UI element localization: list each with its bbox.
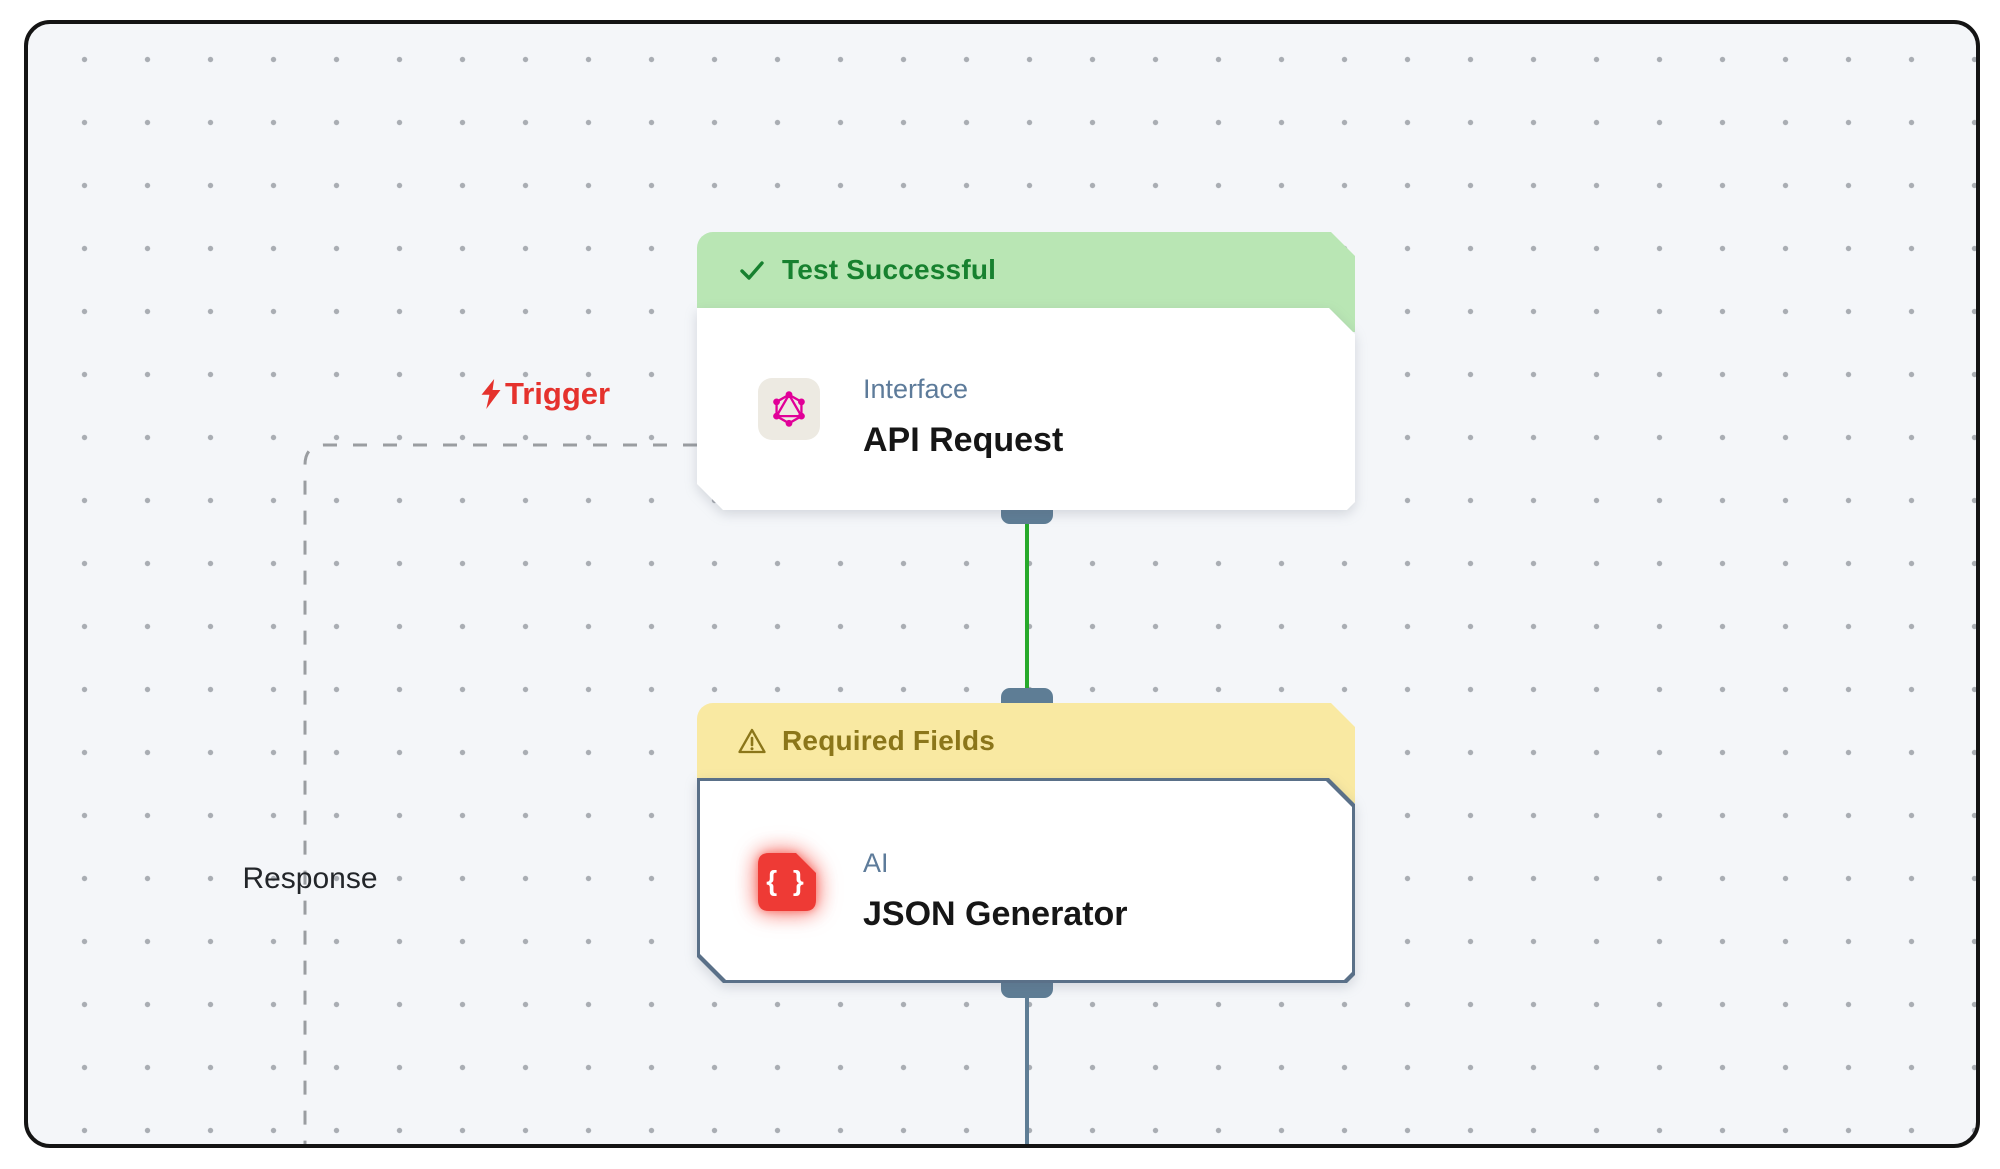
node-title: API Request (863, 421, 1064, 459)
api-request-node[interactable]: Interface API Request (697, 308, 1355, 510)
graphql-icon-tile (758, 378, 820, 440)
json-braces-icon: { } (755, 850, 819, 914)
status-banner-text: Test Successful (782, 254, 997, 285)
node-category-label: Interface (863, 374, 969, 404)
braces-glyph: { } (766, 865, 808, 896)
response-loop-edge[interactable] (303, 443, 697, 1144)
json-generator-input-handle[interactable] (1001, 688, 1053, 706)
workflow-canvas[interactable]: Test Successful (24, 20, 1980, 1148)
edges-layer (303, 443, 1029, 1144)
node-title: JSON Generator (863, 895, 1128, 933)
api-request-output-handle[interactable] (1001, 508, 1053, 524)
lightning-bolt-icon (481, 379, 501, 409)
warning-triangle-icon (737, 726, 767, 756)
json-generator-node[interactable]: { } AI JSON Generator (697, 778, 1355, 983)
node-category-label: AI (863, 848, 889, 878)
status-banner-text: Required Fields (782, 725, 996, 756)
json-generator-output-handle[interactable] (1001, 981, 1053, 998)
checkmark-icon (737, 255, 767, 285)
canvas-dot-grid: Test Successful (28, 24, 1976, 1144)
graphql-icon (767, 387, 811, 431)
trigger-edge-label: Trigger (479, 376, 610, 412)
trigger-label-text: Trigger (505, 376, 611, 411)
response-edge-label: Response (242, 862, 378, 895)
